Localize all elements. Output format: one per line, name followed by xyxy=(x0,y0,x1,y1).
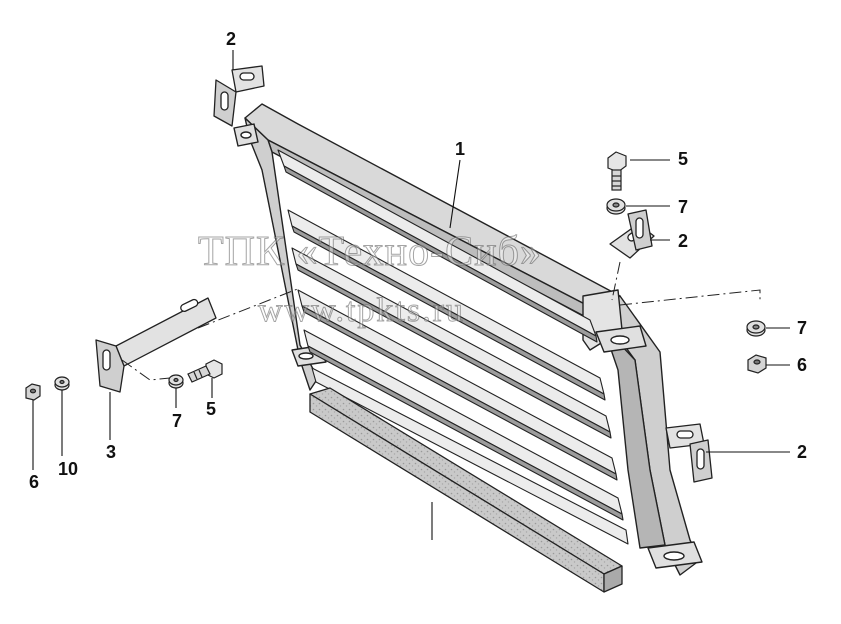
leader-lines xyxy=(32,50,790,540)
callout-6-right: 6 xyxy=(797,355,808,375)
grille-frame xyxy=(233,103,703,576)
callout-5-left: 5 xyxy=(206,399,217,419)
bracket-lower-right xyxy=(665,423,713,483)
nuts xyxy=(25,354,767,401)
bracket-top-left xyxy=(213,65,265,127)
callout-6-far-left: 6 xyxy=(29,472,40,492)
callout-2-top-left: 2 xyxy=(226,29,237,49)
watermark-url: www.tpkts.ru xyxy=(258,292,465,330)
callout-1: 1 xyxy=(455,139,466,159)
bracket-mid-right xyxy=(609,209,655,259)
callout-2-mid-right: 2 xyxy=(678,231,689,251)
watermark-company: ТПК «Техно-Сиб» xyxy=(198,229,542,276)
assembly-lines xyxy=(121,261,761,381)
callout-5-top: 5 xyxy=(678,149,689,169)
bolt-left xyxy=(187,359,223,383)
callout-2-lower-right: 2 xyxy=(797,442,808,462)
grille-louvers xyxy=(277,149,629,545)
bracket-left-3 xyxy=(95,297,217,393)
callout-7-far-left: 10 xyxy=(58,459,79,479)
seal-strip xyxy=(309,387,623,593)
callout-3: 3 xyxy=(106,442,117,462)
callout-7-top: 7 xyxy=(678,197,689,217)
callout-7-left: 7 xyxy=(172,411,183,431)
washers xyxy=(54,198,766,391)
callout-7-right: 7 xyxy=(797,318,808,338)
bolt-top xyxy=(607,151,627,191)
